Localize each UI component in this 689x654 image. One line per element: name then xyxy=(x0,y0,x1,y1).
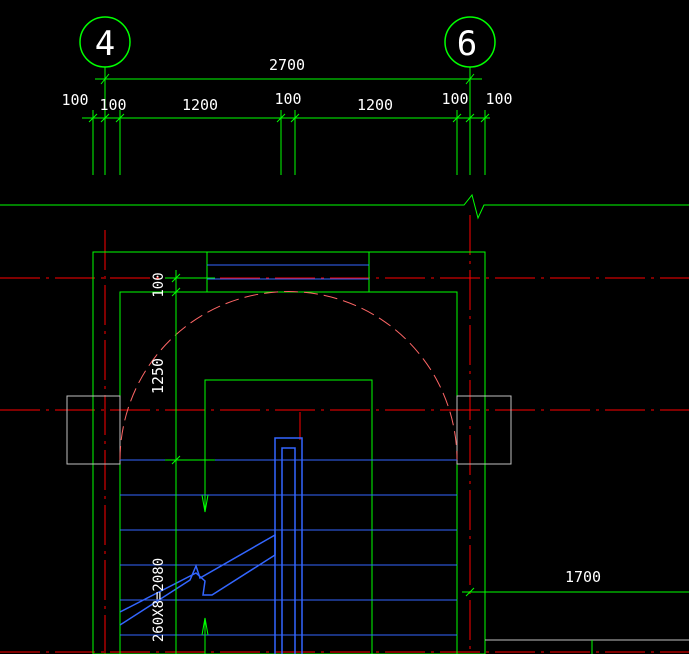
cut-line xyxy=(119,533,276,626)
tick-mark xyxy=(171,273,181,283)
axis-bubble-6: 6 xyxy=(444,16,496,68)
column-right xyxy=(456,395,512,465)
dimension-overall: 2700 xyxy=(95,56,482,85)
dimension-text-segment: 100 xyxy=(485,90,512,108)
tick-mark xyxy=(452,113,462,123)
handrail-outer xyxy=(274,437,303,654)
dimension-text-right: 1700 xyxy=(565,568,601,586)
handrail-inner xyxy=(281,447,296,654)
arrow-head xyxy=(201,494,209,513)
break-line-path xyxy=(0,193,689,220)
arrow-head xyxy=(201,617,209,636)
dimension-text-vertical-top: 100 xyxy=(151,272,167,297)
dimension-text-vertical-arc: 1250 xyxy=(149,358,167,394)
tick-mark xyxy=(465,587,475,597)
tick-mark xyxy=(171,287,181,297)
axis-label-4: 4 xyxy=(95,24,115,64)
tick-mark xyxy=(100,73,110,85)
axis-bubble-4: 4 xyxy=(79,16,131,68)
tick-mark xyxy=(276,113,286,123)
dimension-text-stair-run: 260X8=2080 xyxy=(151,558,167,642)
cut-line-path xyxy=(119,533,276,626)
dimension-text-segment: 100 xyxy=(99,96,126,114)
dimension-text-segment: 100 xyxy=(61,91,88,109)
tick-mark xyxy=(115,113,125,123)
dimension-text-segment: 1200 xyxy=(357,96,393,114)
tick-mark xyxy=(465,113,475,123)
tick-mark xyxy=(465,73,475,85)
dimension-text-segment: 100 xyxy=(274,90,301,108)
dimension-segments: 100 100 1200 100 1200 100 100 xyxy=(61,90,513,175)
tick-mark xyxy=(100,113,110,123)
tick-mark xyxy=(171,455,181,465)
tick-mark xyxy=(290,113,300,123)
landing-outline xyxy=(204,379,373,654)
arc-outline xyxy=(119,291,458,461)
dimension-text-segment: 100 xyxy=(441,90,468,108)
dimension-text-overall: 2700 xyxy=(269,56,305,74)
columns xyxy=(66,395,512,465)
tick-mark xyxy=(88,113,98,123)
dimension-right: 1700 xyxy=(462,568,689,654)
stair-treads xyxy=(120,459,457,636)
axis-label-6: 6 xyxy=(457,24,477,64)
break-line xyxy=(0,193,689,220)
column-left xyxy=(66,395,121,465)
tick-mark xyxy=(480,113,490,123)
direction-arrow xyxy=(201,494,209,654)
axis-lines xyxy=(0,215,689,654)
dimension-text-segment: 1200 xyxy=(182,96,218,114)
window-frame xyxy=(206,251,370,293)
stair-center-rail xyxy=(274,437,303,654)
dimension-vertical: 100 1250 260X8=2080 xyxy=(149,270,215,654)
